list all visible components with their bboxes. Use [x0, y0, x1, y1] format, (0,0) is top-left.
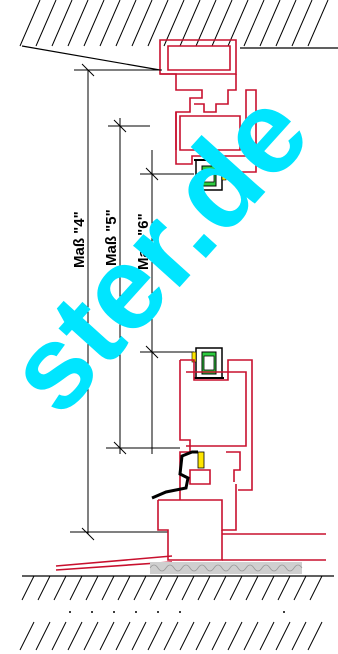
top-frame-profile: [159, 39, 257, 173]
ceiling-edge: [21, 45, 161, 71]
top-glazing-seal: [194, 159, 227, 191]
ceiling-hatch: [19, 0, 329, 47]
dimension-lines: [70, 63, 194, 541]
drip-rail: [151, 450, 205, 500]
floor-hatch: [19, 575, 323, 651]
insulation-strip: [149, 562, 303, 574]
dimension-label-4: Maß "4": [71, 211, 88, 268]
dimension-label-5: Maß "5": [103, 209, 120, 266]
bottom-frame-profile: [157, 359, 326, 561]
floor-dots: [69, 611, 285, 613]
dimension-label-6: Maß "6": [135, 213, 152, 270]
bottom-glazing-seal: [191, 347, 224, 379]
watermark-text: ster.de: [0, 66, 334, 437]
